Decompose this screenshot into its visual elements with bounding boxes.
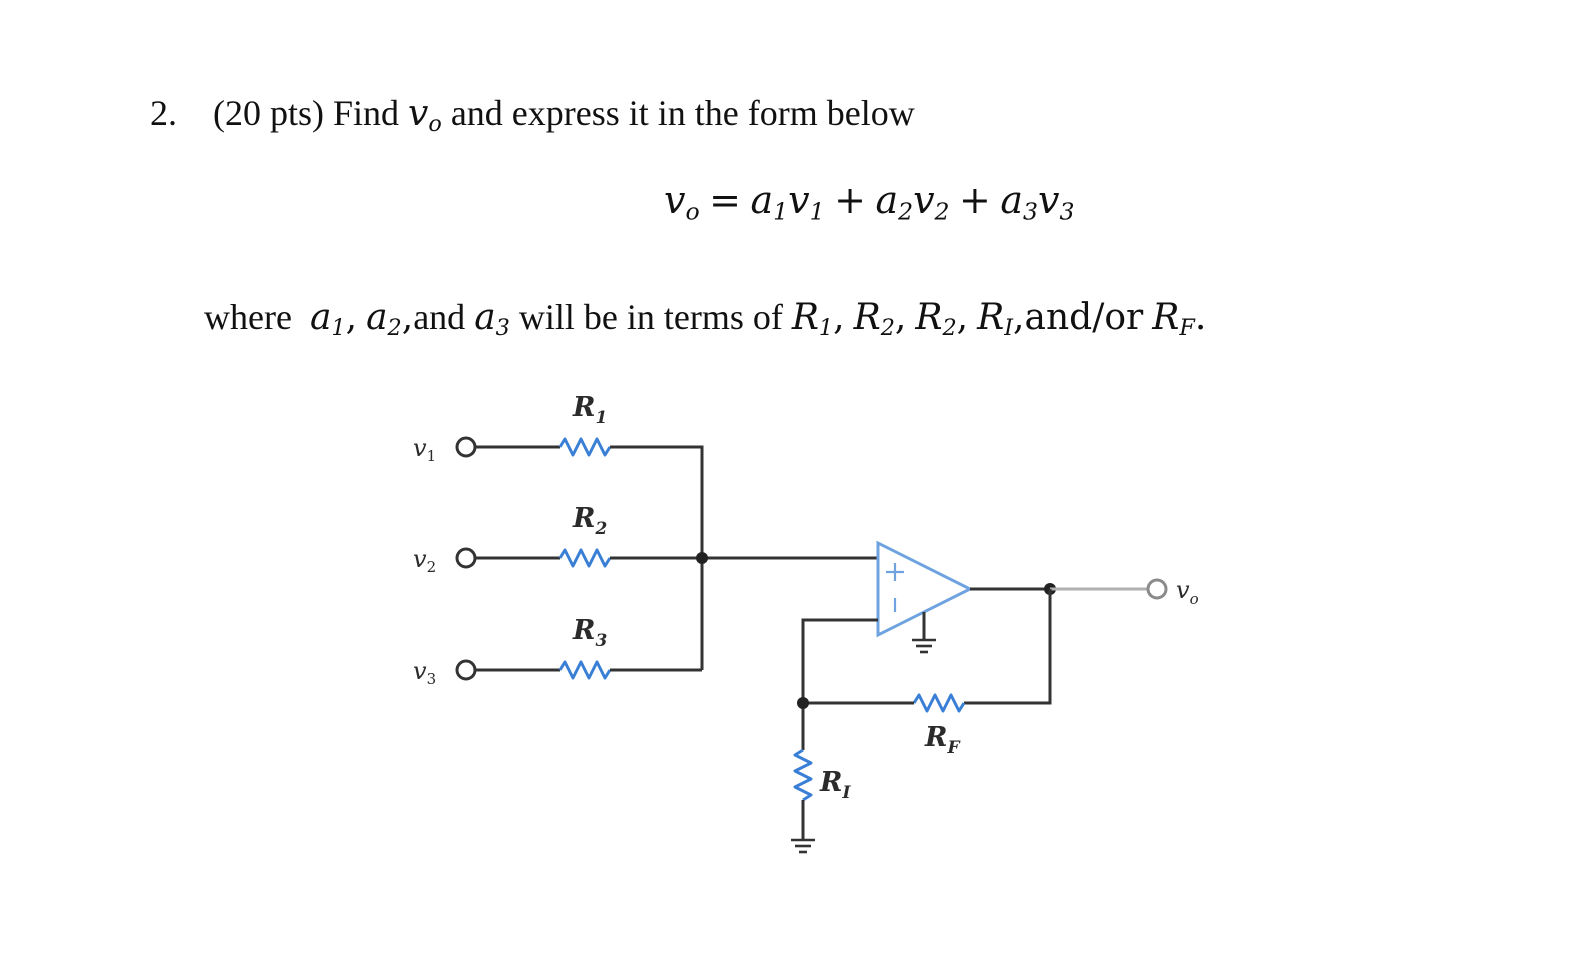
input-terminal-v1 xyxy=(455,436,477,458)
input-label-v3: v3 xyxy=(413,657,436,688)
prompt-variable: vo xyxy=(408,93,442,138)
problem-prompt-end: and express it in the form below xyxy=(450,93,915,133)
resistor-label-ri: RI xyxy=(819,767,851,803)
input-branch-v3: v3 R3 xyxy=(413,615,702,688)
where-middle: will be in terms of xyxy=(518,297,783,337)
resistor-r3 xyxy=(558,660,612,680)
plus-sign: + xyxy=(959,178,991,222)
where-andor: and/or xyxy=(1024,297,1144,338)
equation-term-1: a1v1 xyxy=(750,178,825,226)
equation-term-2: a2v2 xyxy=(875,178,950,226)
resistor-r1 xyxy=(558,437,612,457)
inverting-node-dot xyxy=(797,697,809,709)
input-branch-v2: v2 R2 xyxy=(413,503,878,576)
problem-number: 2. xyxy=(150,93,177,133)
where-and: and xyxy=(413,297,466,337)
input-terminal-v3 xyxy=(455,659,477,681)
resistor-label-r2: R2 xyxy=(572,503,607,539)
wire-inverting-input xyxy=(801,618,878,750)
resistor-label-rf: RF xyxy=(924,722,961,758)
term-r2: R2 xyxy=(853,297,895,342)
coefficient-description: where a1, a2,and a3 will be in terms of … xyxy=(204,297,1207,342)
problem-points: (20 pts) xyxy=(213,93,324,133)
summing-node-dot xyxy=(696,552,708,564)
resistor-r2 xyxy=(558,548,612,568)
term-rf: RF xyxy=(1152,297,1195,342)
equation-lhs: vo xyxy=(664,178,700,226)
wire-summing-bus xyxy=(610,445,704,670)
ground-icon xyxy=(791,838,815,854)
coef-a1: a1 xyxy=(309,297,346,342)
where-lead: where xyxy=(204,297,292,337)
equals-sign: = xyxy=(709,178,741,222)
output-terminal xyxy=(1146,578,1168,600)
input-label-v2: v2 xyxy=(413,545,436,576)
term-ri: RI xyxy=(977,297,1014,342)
output-label-vo: vo xyxy=(1176,576,1199,608)
term-r1: R1 xyxy=(791,297,834,342)
opamp xyxy=(876,540,974,654)
resistor-label-r1: R1 xyxy=(572,392,607,428)
ground-icon xyxy=(912,638,936,654)
input-terminal-v2 xyxy=(455,547,477,569)
equation-term-3: a3v3 xyxy=(1000,178,1075,226)
input-branch-v1: v1 R1 xyxy=(413,392,704,670)
resistor-label-r3: R3 xyxy=(572,615,607,651)
problem-prompt-start: Find xyxy=(333,93,400,133)
target-equation: vo = a1v1 + a2v2 + a3v3 xyxy=(664,178,1074,223)
term-r2-repeat: R2 xyxy=(915,297,957,342)
coef-a3: a3 xyxy=(474,297,510,342)
coef-a2: a2 xyxy=(366,297,402,342)
wire-feedback-right xyxy=(964,589,1052,705)
resistor-rf xyxy=(912,693,966,713)
input-label-v1: v1 xyxy=(413,434,436,465)
plus-sign: + xyxy=(834,178,866,222)
where-period: . xyxy=(1194,297,1207,338)
problem-statement: 2. (20 pts) Find vo and express it in th… xyxy=(150,92,915,138)
resistor-ri xyxy=(793,748,813,802)
